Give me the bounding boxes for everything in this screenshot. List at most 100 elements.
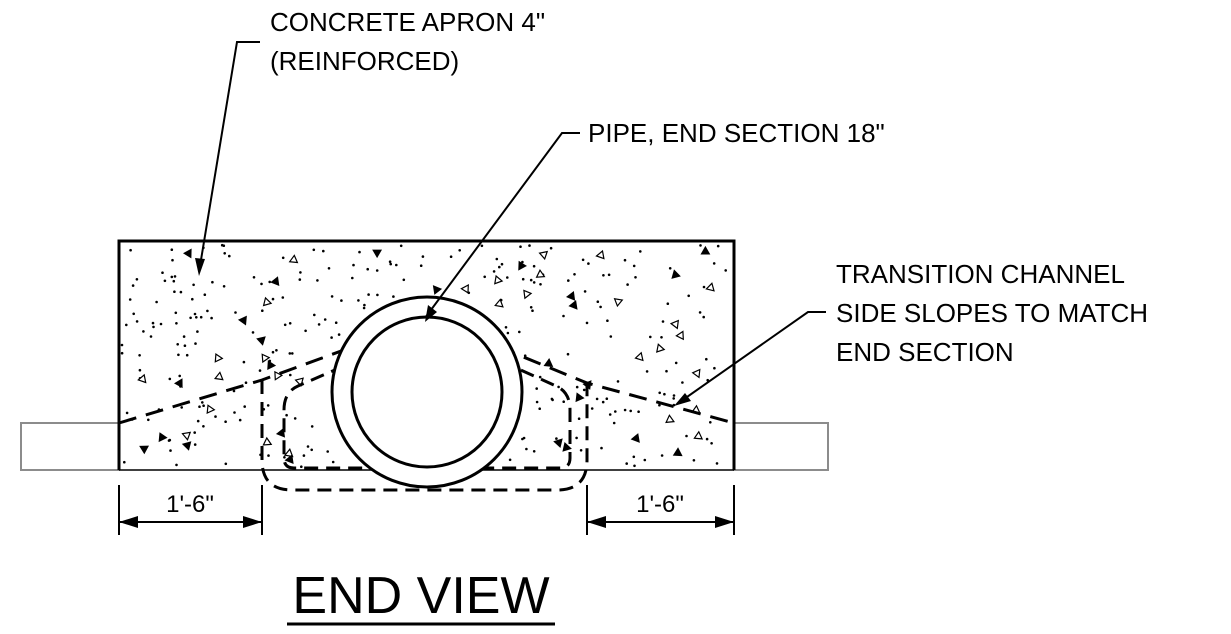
hatch-dot (129, 248, 132, 252)
hatch-dot (323, 318, 327, 321)
hatch-dot (283, 456, 286, 459)
hatch-triangle (553, 438, 563, 449)
hatch-dot (147, 418, 150, 422)
hatch-dot (228, 254, 231, 258)
hatch-dot (639, 250, 642, 253)
hatch-triangle (274, 370, 284, 381)
hatch-dot (601, 400, 605, 404)
concrete-hatch-pattern (120, 243, 727, 469)
hatch-dot (555, 437, 558, 440)
hatch-dot (306, 445, 310, 448)
hatch-dot (135, 278, 139, 281)
hatch-dot (302, 454, 306, 457)
hatch-dot (258, 369, 262, 372)
hatch-dot (196, 419, 200, 423)
hatch-dot (317, 323, 321, 326)
hatch-dot (419, 264, 423, 268)
hatch-dot (538, 407, 541, 411)
hatch-dot (358, 250, 361, 254)
hatch-dot (206, 309, 209, 313)
dimension-left (118, 485, 263, 535)
hatch-triangle (139, 445, 150, 455)
hatch-dot (712, 262, 716, 265)
hatch-triangle (675, 330, 684, 341)
hatch-dot (692, 459, 696, 462)
hatch-dot (159, 322, 163, 326)
hatch-dot (288, 352, 292, 355)
hatch-dot (595, 397, 599, 401)
hatch-dot (532, 264, 536, 268)
hatch-dot (132, 312, 135, 316)
hatch-dot (480, 244, 484, 248)
hatch-dot (698, 311, 702, 314)
pipe-leader (424, 132, 580, 322)
hatch-dot (625, 462, 628, 465)
hatch-dot (288, 322, 292, 325)
hatch-dot (243, 405, 246, 408)
hatch-dot (268, 280, 272, 284)
hatch-dot (275, 349, 278, 352)
hatch-dot (634, 276, 637, 279)
hatch-dot (579, 449, 583, 452)
hatch-dot (135, 320, 139, 323)
hatch-dot (266, 404, 270, 407)
hatch-dot (599, 305, 602, 309)
hatch-dot (310, 448, 314, 452)
hatch-dot (131, 284, 135, 287)
apron-label-line-2: (REINFORCED) (270, 46, 459, 76)
hatch-dot (128, 298, 132, 301)
hatch-dot (521, 277, 525, 281)
hatch-dot (375, 269, 379, 272)
hatch-dot (705, 357, 708, 361)
hatch-dot (149, 335, 153, 338)
hatch-dot (120, 351, 124, 355)
hatch-dot (399, 244, 403, 248)
hatch-triangle (237, 315, 247, 326)
hatch-dot (178, 374, 181, 378)
hatch-dot (557, 385, 560, 389)
hatch-dot (367, 293, 370, 296)
hatch-dot (366, 267, 370, 271)
hatch-dot (138, 354, 141, 357)
hatch-dot (222, 285, 226, 288)
hatch-dot (600, 446, 603, 450)
hatch-dot (179, 290, 183, 294)
hatch-dot (376, 293, 379, 297)
hatch-dot (402, 278, 406, 282)
transition-label-line-2: SIDE SLOPES TO MATCH (836, 298, 1148, 328)
hatch-dot (363, 303, 366, 307)
hatch-dot (310, 425, 314, 428)
hatch-dot (575, 385, 579, 389)
hatch-dot (120, 343, 124, 347)
hatch-dot (532, 450, 536, 453)
hatch-dot (449, 255, 453, 258)
hatch-dot (649, 335, 652, 339)
dimension-right (586, 485, 735, 535)
hatch-dot (337, 333, 341, 336)
hatch-dot (521, 260, 524, 264)
hatch-dot (504, 326, 508, 329)
hatch-dot (575, 436, 578, 440)
hatch-dot (609, 335, 613, 338)
hatch-dot (567, 279, 570, 282)
hatch-triangle (283, 448, 294, 458)
hatch-triangle (214, 353, 224, 363)
hatch-dot (357, 299, 360, 302)
hatch-dot (155, 300, 158, 304)
hatch-dot (531, 309, 534, 313)
hatch-dot (532, 281, 536, 284)
hatch-dot (483, 275, 487, 279)
hatch-dot (300, 465, 303, 469)
hatch-triangle (372, 249, 383, 259)
hatch-triangle (494, 298, 504, 308)
hatch-triangle (634, 351, 644, 362)
hatch-dot (608, 413, 612, 416)
hatch-dot (529, 306, 533, 309)
hatch-dot (189, 316, 192, 320)
hatch-triangle (137, 373, 147, 384)
hatch-dot (142, 330, 145, 333)
hatch-dot (161, 271, 164, 275)
hatch-dot (587, 262, 590, 265)
hatch-dot (340, 299, 343, 302)
hatch-dot (583, 290, 587, 293)
